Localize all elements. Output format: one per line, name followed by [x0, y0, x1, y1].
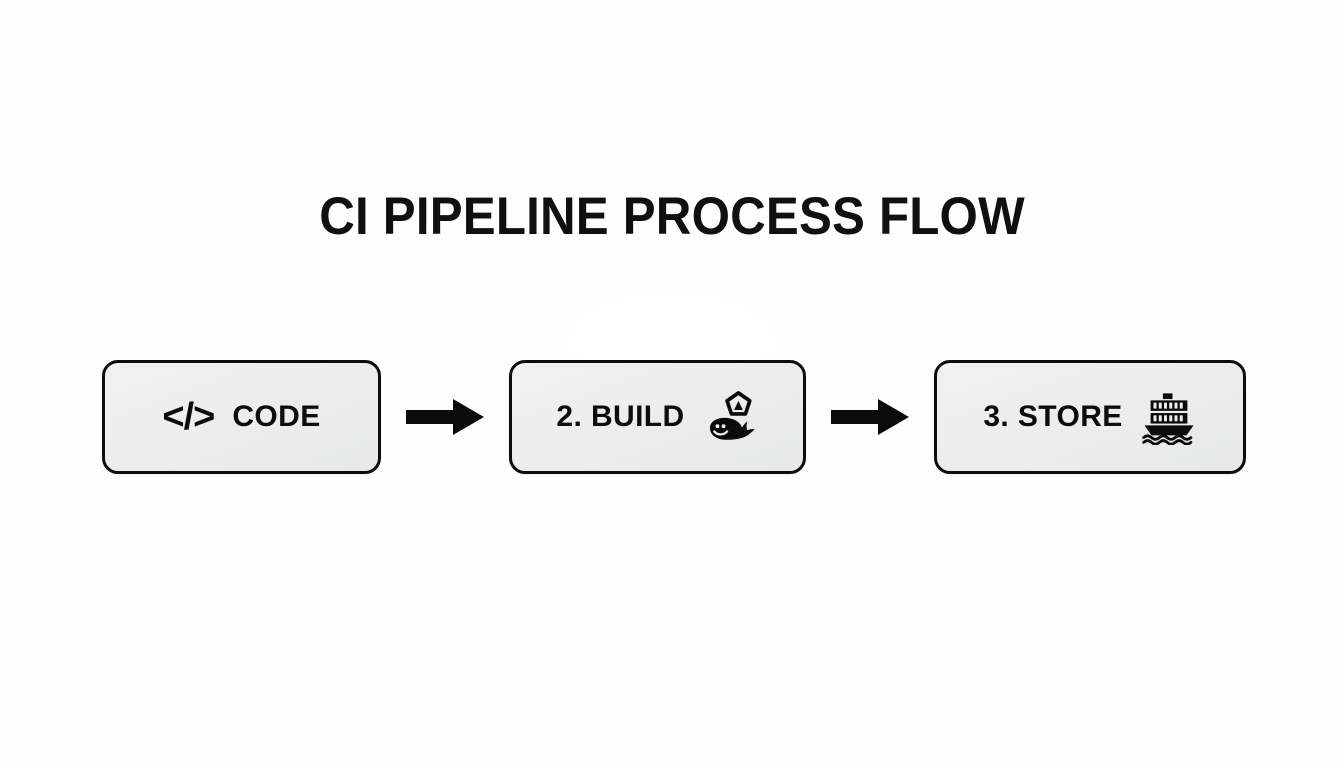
right-arrow-icon: [406, 397, 484, 437]
right-arrow-icon: [831, 397, 909, 437]
flow-node-code[interactable]: </> CODE: [102, 360, 381, 474]
flow-node-build[interactable]: 2. BUILD: [509, 360, 806, 474]
flow-node-build-label: 2. BUILD: [556, 400, 685, 433]
container-ship-icon: [1141, 389, 1197, 445]
flow-node-store[interactable]: 3. STORE: [934, 360, 1246, 474]
docker-whale-icon: [703, 389, 759, 445]
pipeline-flow: </> CODE 2. BUILD: [102, 360, 1246, 474]
page-title: CI PIPELINE PROCESS FLOW: [319, 187, 1025, 246]
flow-node-store-label: 3. STORE: [983, 400, 1123, 433]
code-brackets-icon: </>: [162, 396, 215, 438]
flow-node-code-label: CODE: [232, 400, 321, 433]
